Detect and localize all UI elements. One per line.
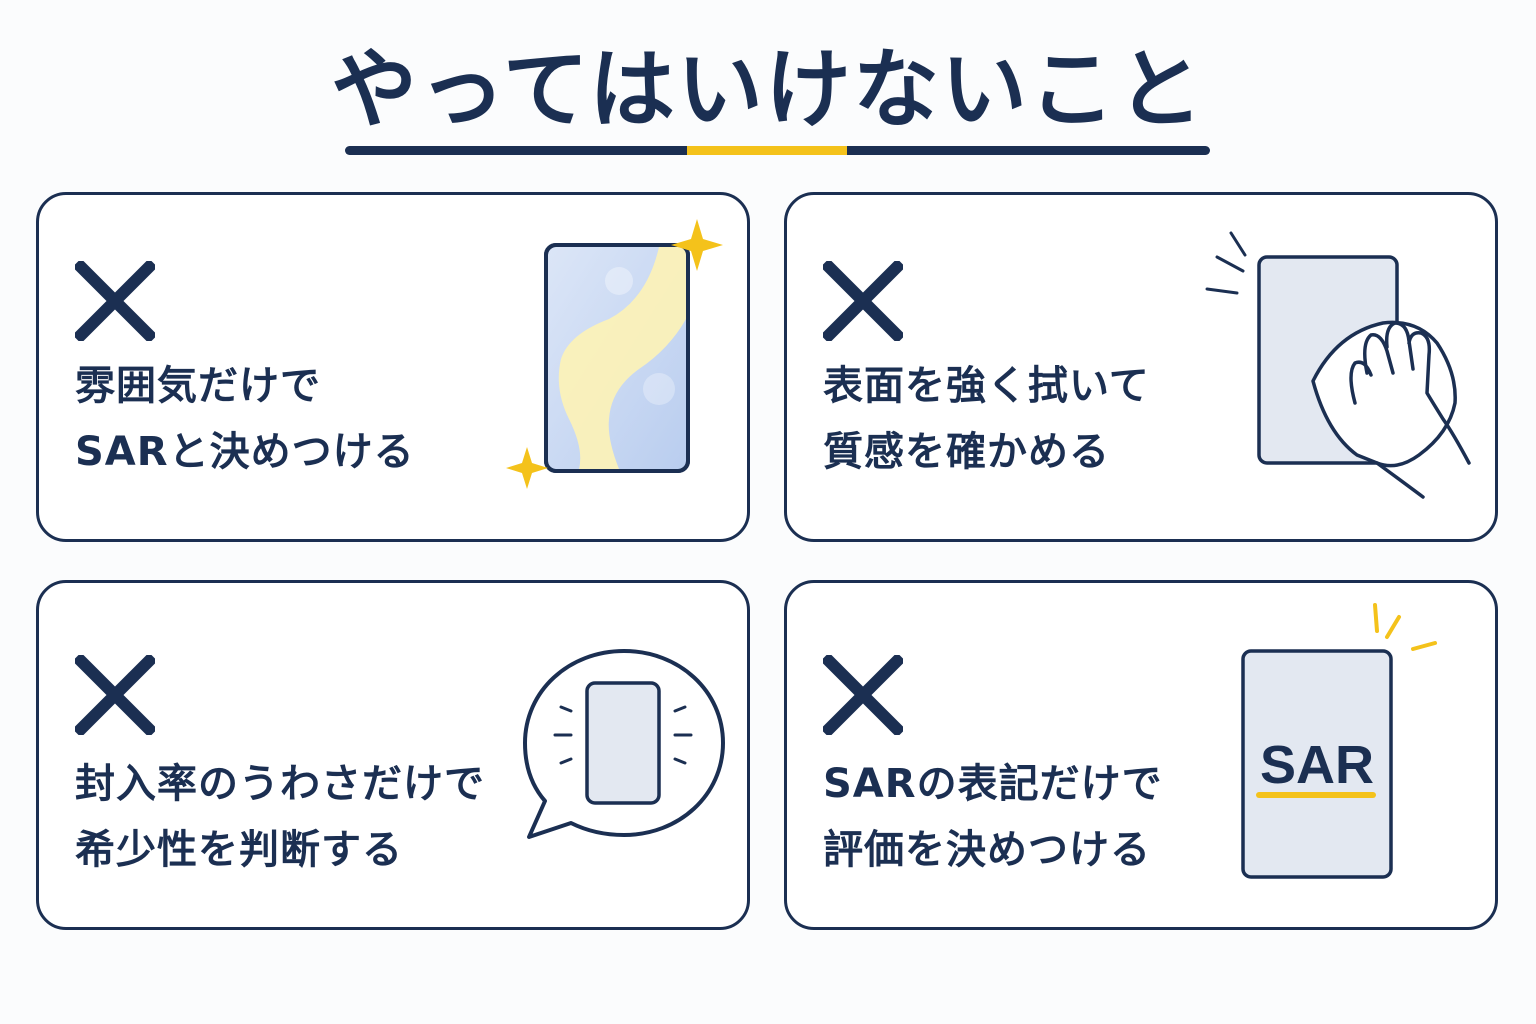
dont-card-4-text: SARの表記だけで 評価を決めつける: [823, 751, 1163, 883]
sar-card-label: SAR: [1260, 735, 1374, 795]
dont-card-4: SARの表記だけで 評価を決めつける SAR: [784, 580, 1498, 930]
sar-label-card-icon: SAR: [1241, 603, 1437, 879]
dont-card-3: 封入率のうわさだけで 希少性を判断する: [36, 580, 750, 930]
title-underline-accent: [687, 146, 847, 155]
dont-card-3-line2: 希少性を判断する: [75, 827, 403, 873]
dont-card-3-text: 封入率のうわさだけで 希少性を判断する: [75, 751, 485, 883]
dont-card-1-line2: SARと決めつける: [75, 429, 415, 475]
cross-mark-icon: [75, 261, 155, 341]
shiny-card-icon: [506, 219, 723, 489]
cross-mark-icon: [75, 655, 155, 735]
dont-card-3-line1: 封入率のうわさだけで: [75, 761, 485, 807]
dont-card-4-line2: 評価を決めつける: [823, 827, 1151, 873]
dont-card-2-line1: 表面を強く拭いて: [823, 363, 1150, 409]
dont-card-1: 雰囲気だけで SARと決めつける: [36, 192, 750, 542]
dont-card-2-text: 表面を強く拭いて 質感を確かめる: [823, 353, 1150, 485]
dont-card-4-line1: SARの表記だけで: [823, 761, 1163, 807]
dont-card-2: 表面を強く拭いて 質感を確かめる: [784, 192, 1498, 542]
rumor-bubble-card-icon: [523, 649, 725, 839]
wiping-card-icon: [1205, 231, 1471, 499]
dont-card-1-line1: 雰囲気だけで: [75, 363, 321, 409]
cross-mark-icon: [823, 655, 903, 735]
cross-mark-icon: [823, 261, 903, 341]
title-underline: [345, 146, 1210, 155]
dont-card-2-line2: 質感を確かめる: [823, 429, 1110, 475]
page-title: やってはいけないこと: [331, 40, 1205, 140]
dont-card-1-text: 雰囲気だけで SARと決めつける: [75, 353, 415, 485]
